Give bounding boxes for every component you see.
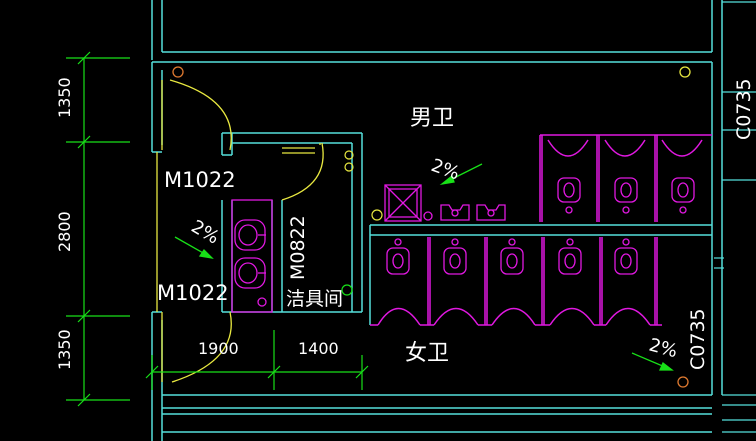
dim-vertical-1: 1350 (55, 77, 74, 118)
room-label-men: 男卫 (410, 106, 454, 131)
central-wall (369, 224, 712, 325)
window-label-right-bottom: C0735 (687, 308, 709, 370)
columns (172, 66, 689, 388)
men-urinals (384, 184, 506, 222)
door-swings (156, 79, 324, 383)
men-squat-toilets (557, 177, 695, 214)
dim-horizontal-1: 1900 (198, 339, 239, 358)
window-label-right-top: C0735 (733, 78, 755, 140)
door-label-lower: M1022 (157, 281, 229, 305)
vertical-dimension (66, 51, 130, 407)
dim-vertical-2: 2800 (55, 211, 74, 252)
men-stalls (539, 134, 712, 222)
room-label-janitor: 洁具间 (286, 288, 343, 310)
door-label-janitor: M0822 (287, 215, 309, 280)
horizontal-dimension (145, 330, 369, 390)
yellow-dots (679, 66, 691, 78)
wash-basins (231, 199, 273, 313)
dim-horizontal-2: 1400 (298, 339, 339, 358)
dim-vertical-3: 1350 (55, 329, 74, 370)
slope-arrows (174, 163, 674, 371)
women-stalls (370, 237, 662, 326)
women-squat-toilets (386, 238, 638, 275)
right-window-marks (714, 1, 756, 433)
room-label-women: 女卫 (405, 341, 449, 366)
janitor-fixtures (282, 147, 383, 296)
top-strip (151, 0, 713, 60)
door-label-upper: M1022 (164, 168, 236, 192)
